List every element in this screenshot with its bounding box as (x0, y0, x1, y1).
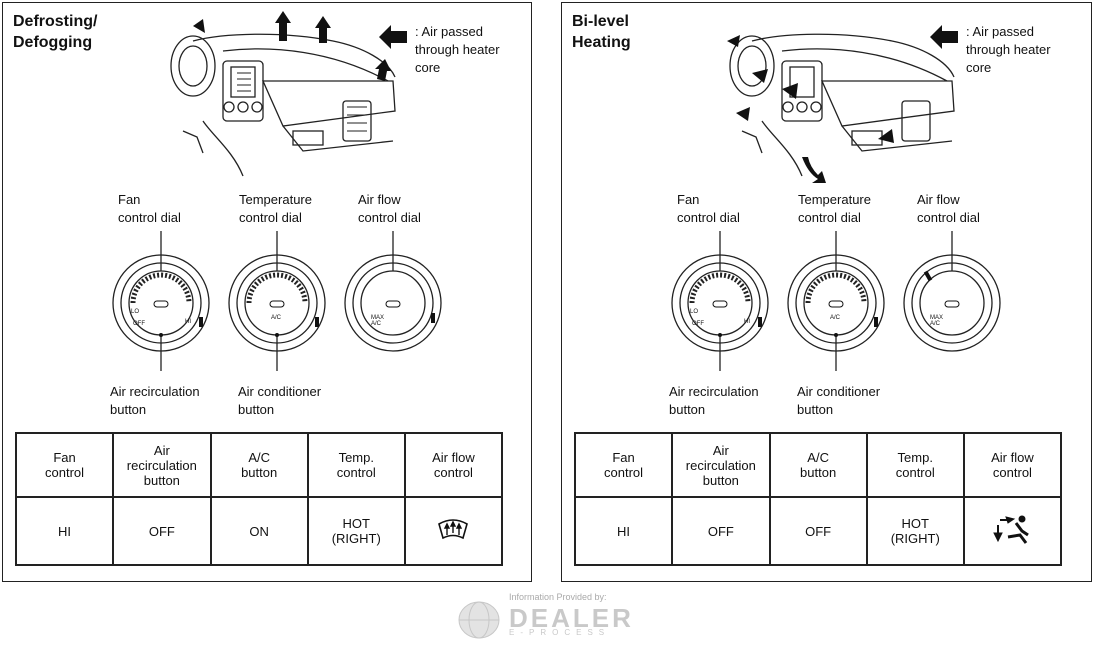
label-line: Air flow (917, 192, 960, 207)
title-line: Bi-level (572, 13, 629, 30)
recirc-button-label: Air recirculation button (669, 383, 759, 419)
value-fan: HI (573, 496, 674, 566)
value-ac: OFF (768, 496, 868, 566)
bi-level-icon (993, 515, 1030, 544)
table-row: HI OFF OFF HOT(RIGHT) (573, 496, 1063, 566)
label-line: Temperature (239, 192, 312, 207)
label-line: control dial (677, 210, 740, 225)
value-temp: HOT(RIGHT) (306, 496, 406, 566)
legend: : Air passed through heater core (930, 23, 1051, 77)
legend-text: through heater (415, 42, 500, 57)
value-recirc: OFF (112, 496, 212, 566)
label-line: control dial (917, 210, 980, 225)
legend-text: : Air passed (415, 24, 483, 39)
heater-arrow-icon (379, 25, 407, 49)
header-temp: Temp.control (306, 432, 406, 498)
label-line: control dial (118, 210, 181, 225)
ac-button-label: Air conditioner button (238, 383, 321, 419)
flow-dial-label: Air flow control dial (358, 191, 421, 227)
label-line: button (669, 402, 706, 417)
temp-dial-label: Temperature control dial (239, 191, 312, 227)
value-flow (962, 496, 1063, 566)
label-line: Air recirculation (669, 384, 759, 399)
heater-arrow-icon (930, 25, 958, 49)
title-line: Defogging (13, 34, 93, 51)
title-line: Heating (572, 34, 631, 51)
label-line: control dial (798, 210, 861, 225)
dial-off-text: OFF (692, 321, 704, 327)
label-line: Air conditioner (238, 384, 322, 399)
value-temp: HOT(RIGHT) (865, 496, 965, 566)
dial-ac-text: A/C (830, 315, 841, 321)
label-line: Air flow (358, 192, 401, 207)
brand-text: DEALER (509, 603, 634, 633)
dealer-watermark: Information Provided by: DEALER E-PROCES… (455, 590, 665, 645)
panel-title: Defrosting/ Defogging (13, 11, 97, 53)
label-line: Fan (677, 192, 700, 207)
header-temp: Temp.control (865, 432, 965, 498)
value-ac: ON (209, 496, 309, 566)
defrost-icon (438, 518, 469, 539)
label-line: control dial (358, 210, 421, 225)
label-line: Fan (118, 192, 141, 207)
panel-defrosting: Defrosting/ Defogging : Air passed throu… (2, 2, 532, 582)
ac-button-label: Air conditioner button (797, 383, 880, 419)
dial-hi-text: HI (185, 319, 191, 325)
dial-max-ac-text: A/C (930, 321, 941, 327)
label-line: button (238, 402, 275, 417)
dial-lo-text: LO (690, 309, 698, 315)
dial-ac-text: A/C (271, 315, 282, 321)
panel-title: Bi-level Heating (572, 11, 631, 53)
label-line: button (110, 402, 147, 417)
label-line: Air conditioner (797, 384, 881, 399)
fan-dial-label: Fan control dial (677, 191, 740, 227)
fan-dial-label: Fan control dial (118, 191, 181, 227)
dashboard-illustration (727, 33, 955, 183)
label-line: Temperature (798, 192, 871, 207)
legend-text: core (415, 60, 441, 75)
dial-off-text: OFF (133, 321, 145, 327)
label-line: Air recirculation (110, 384, 200, 399)
dial-hi-text: HI (744, 319, 750, 325)
temp-dial-label: Temperature control dial (798, 191, 871, 227)
dashboard-illustration (170, 11, 396, 177)
value-fan: HI (14, 496, 115, 566)
dial-max-ac-text: A/C (371, 321, 382, 327)
legend: : Air passed through heater core (379, 23, 500, 77)
table-row: HI OFF ON HOT(RIGHT) (14, 496, 504, 566)
control-dials: LO OFF HI A/C MAX A/C (671, 231, 1001, 371)
legend-text: through heater (966, 42, 1051, 57)
flow-dial-label: Air flow control dial (917, 191, 980, 227)
dial-max-text: MAX (371, 315, 384, 321)
recirc-button-label: Air recirculation button (110, 383, 200, 419)
control-dials: LO OFF HI A/C MAX A/C (112, 231, 442, 371)
label-line: button (797, 402, 834, 417)
globe-logo-icon (458, 601, 500, 639)
legend-text: core (966, 60, 992, 75)
panel-bi-level: Bi-level Heating : Air passed through he… (561, 2, 1092, 582)
label-line: control dial (239, 210, 302, 225)
title-line: Defrosting/ (13, 13, 98, 30)
provided-by-text: Information Provided by: (509, 592, 607, 602)
dial-lo-text: LO (131, 309, 139, 315)
legend-text: : Air passed (966, 24, 1034, 39)
value-recirc: OFF (671, 496, 771, 566)
brand-subtext: E-PROCESS (509, 628, 611, 637)
dial-max-text: MAX (930, 315, 943, 321)
value-flow (403, 496, 504, 566)
